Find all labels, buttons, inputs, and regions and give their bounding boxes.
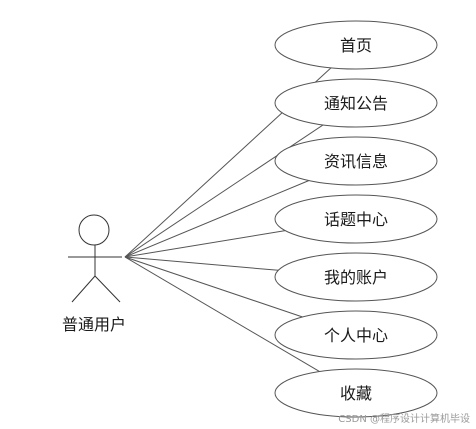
actor-label: 普通用户	[62, 315, 126, 334]
association-line	[124, 256, 279, 271]
use-case-label: 收藏	[340, 384, 372, 403]
use-case-label: 我的账户	[324, 268, 388, 287]
use-case-ellipse	[274, 78, 438, 128]
actor-figure: 普通用户	[62, 214, 126, 334]
use-case-ellipse	[274, 368, 438, 418]
use-case: 通知公告	[274, 78, 438, 128]
use-case-label: 话题中心	[324, 210, 388, 229]
use-case-ellipse	[274, 252, 438, 302]
watermark-text: CSDN @程序设计计算机毕设	[338, 414, 470, 425]
association-line	[124, 230, 286, 258]
use-case: 首页	[274, 20, 438, 70]
use-case-label: 资讯信息	[324, 152, 388, 171]
use-case: 收藏	[274, 368, 438, 418]
actor-left-leg	[71, 275, 96, 303]
association-line	[124, 180, 310, 258]
use-case: 话题中心	[274, 194, 438, 244]
use-case-label: 个人中心	[324, 326, 388, 345]
association-line	[124, 256, 320, 373]
use-case-ellipse	[274, 194, 438, 244]
actor-right-leg	[94, 275, 121, 303]
association-line	[124, 256, 303, 318]
use-case-ellipse	[274, 20, 438, 70]
use-case-label: 通知公告	[324, 94, 388, 113]
use-case: 个人中心	[274, 310, 438, 360]
use-case: 我的账户	[274, 252, 438, 302]
actor-head	[78, 214, 110, 246]
use-case-ellipse	[274, 136, 438, 186]
use-case: 资讯信息	[274, 136, 438, 186]
use-case-ellipse	[274, 310, 438, 360]
use-case-label: 首页	[340, 36, 372, 55]
association-line	[124, 124, 324, 258]
